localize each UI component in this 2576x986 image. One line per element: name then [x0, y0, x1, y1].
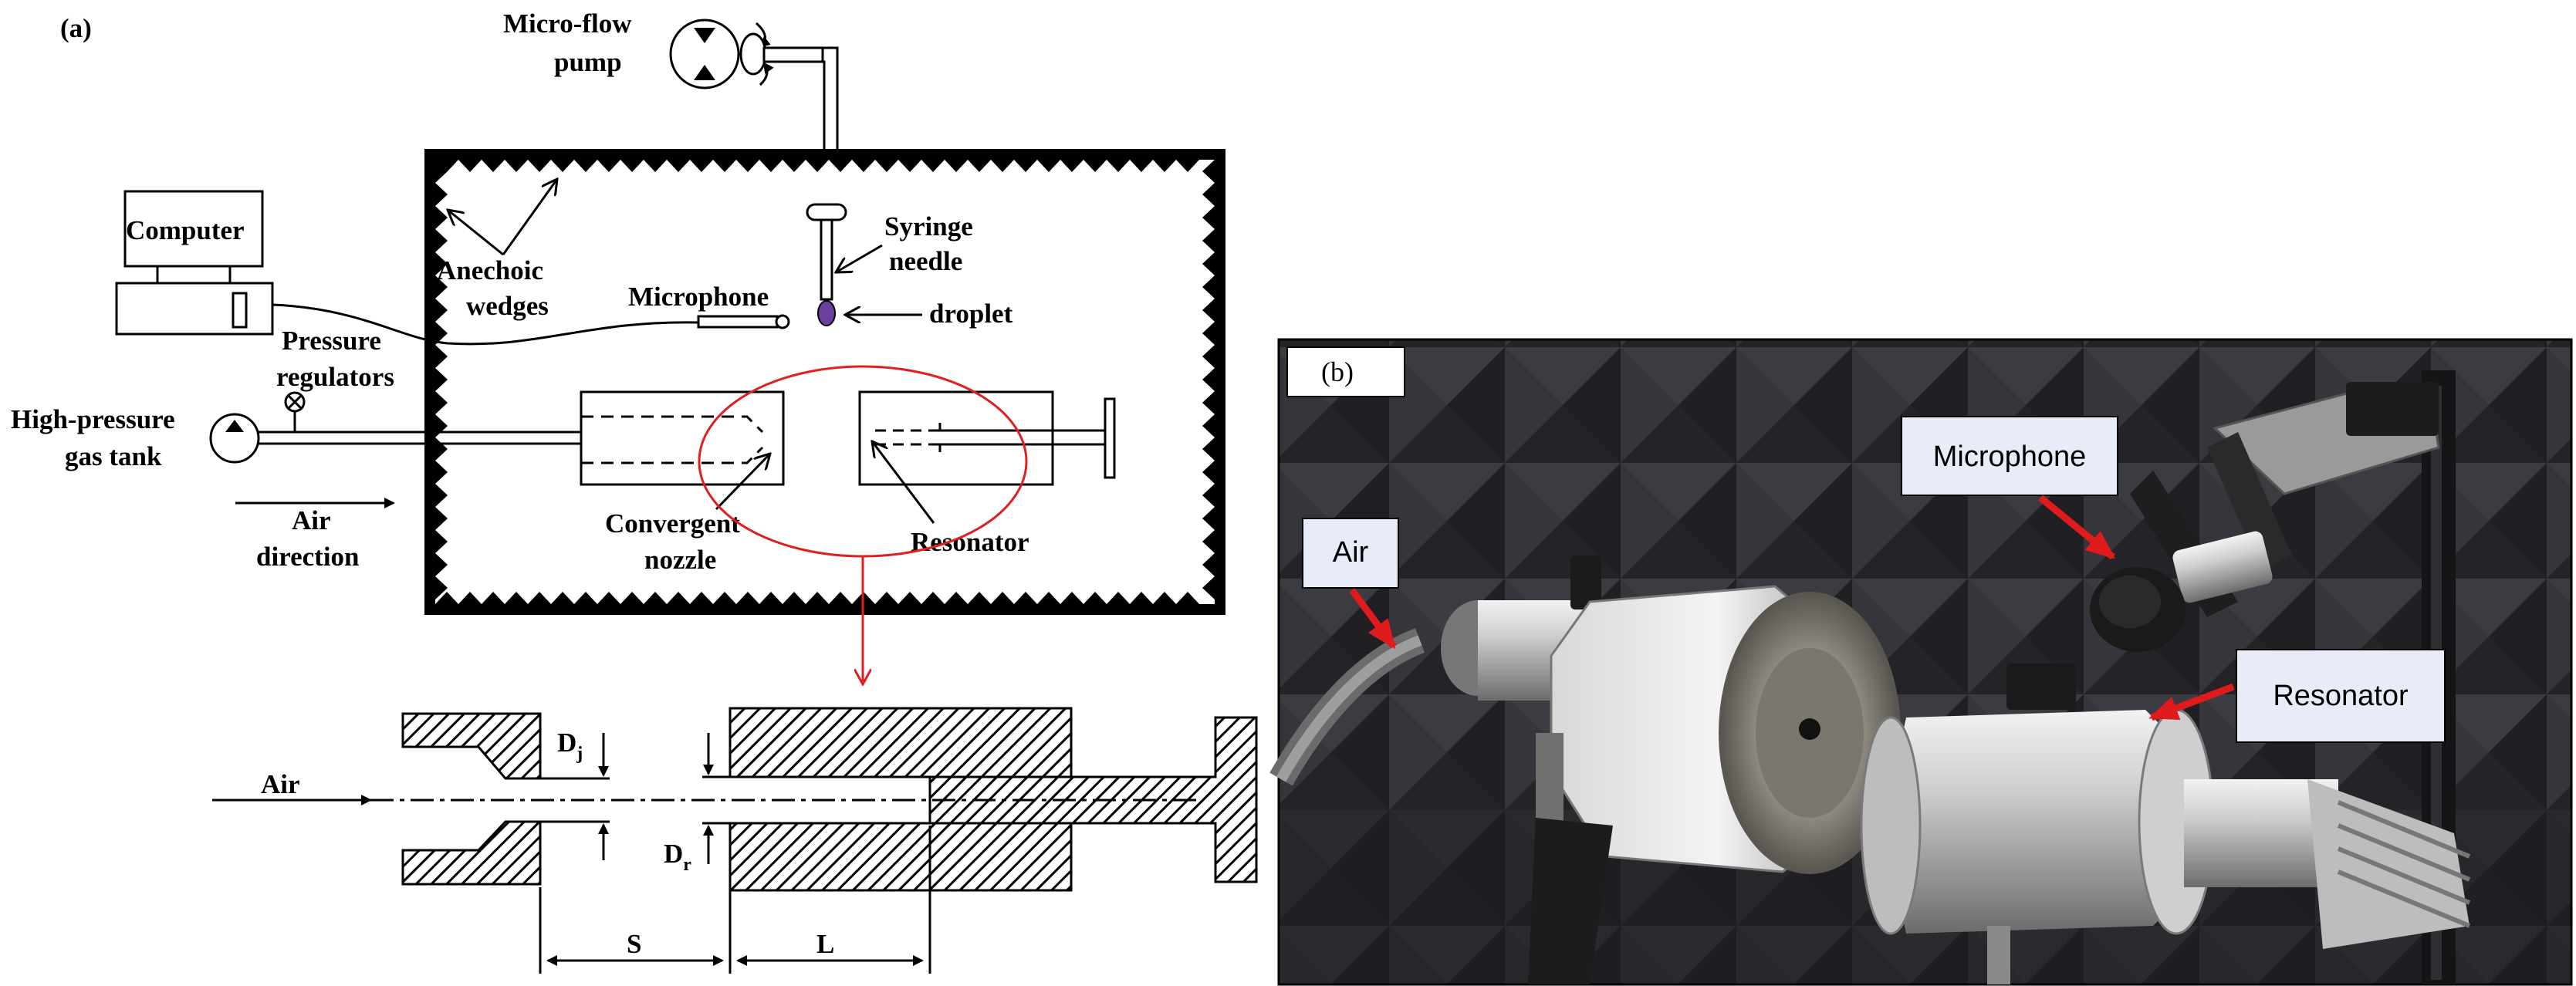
pump-triangle-top [694, 28, 715, 43]
panel-b-tag-box [1286, 346, 1405, 397]
wedges-bottom [435, 592, 1199, 604]
air-direction-label-1: Air [292, 505, 331, 535]
panel-b-tag: (b) [1321, 356, 1354, 387]
pump-label-1: Micro-flow [503, 8, 632, 39]
microphone-label: Microphone [628, 282, 769, 312]
syringe-needle [806, 203, 847, 326]
gas-tank-label-2: gas tank [65, 441, 162, 471]
gas-tank-label-1: High-pressure [11, 404, 175, 434]
computer-monitor [123, 190, 264, 268]
nozzle-label-1: Convergent [605, 508, 740, 539]
computer-label: Computer [126, 215, 245, 245]
droplet-label: droplet [929, 299, 1013, 329]
arrow-microphone [2038, 495, 2116, 560]
wedges-left [435, 160, 448, 599]
microphone-shape [697, 315, 779, 329]
computer-base [115, 282, 274, 336]
callout-microphone-box [1901, 416, 2118, 496]
pump-circle [669, 19, 740, 89]
pump-triangle-bottom [694, 65, 715, 80]
arrow-air [1349, 588, 1397, 650]
pump-label-2: pump [554, 47, 622, 77]
wedges-top [435, 160, 1199, 172]
callout-microphone: Microphone [1933, 441, 2087, 473]
callout-resonator-box [2236, 649, 2446, 743]
detail-cross-section [212, 707, 1258, 974]
pump-rotate-arrow-bottom [759, 62, 774, 86]
pressure-label-2: regulators [276, 362, 394, 392]
anechoic-label-2: wedges [466, 291, 549, 321]
computer: Computer [115, 190, 274, 336]
dr-label: Dr [664, 839, 691, 875]
nozzle-label-2: nozzle [644, 545, 716, 575]
gas-tank-symbol [209, 413, 260, 464]
detail-ellipse [698, 365, 1028, 558]
anechoic-label-1: Anechoic [437, 255, 543, 285]
panel-b: (b) Microphone Air Resonator [1269, 338, 2573, 986]
wedges-right [1202, 160, 1215, 599]
syringe-label-2: needle [889, 246, 962, 276]
arrow-resonator [2148, 683, 2235, 721]
detail-air-label: Air [261, 769, 300, 799]
panel-a-tag: (a) [60, 13, 92, 43]
l-label: L [816, 929, 834, 959]
panel-a: (a) Micro-flow pump [11, 8, 1258, 974]
droplet-shape [817, 300, 836, 326]
pressure-label-1: Pressure [282, 326, 381, 356]
convergent-nozzle [580, 390, 785, 486]
nozzle-assembly-photo [1441, 555, 1901, 984]
anechoic-chamber [424, 149, 1225, 615]
microphone-photo [2090, 531, 2273, 652]
chamber-wall [424, 149, 1225, 615]
microphone-cable [272, 303, 699, 346]
callout-resonator: Resonator [2273, 680, 2409, 712]
air-direction-label-2: direction [256, 542, 360, 572]
s-label: S [627, 929, 641, 959]
resonator-assembly-photo [1860, 664, 2471, 984]
dj-label: Dj [557, 728, 583, 764]
callout-air-box [1302, 518, 1399, 589]
callout-air: Air [1333, 536, 1369, 569]
resonator-label: Resonator [911, 527, 1029, 557]
pump-coupling [739, 32, 767, 76]
syringe-label-1: Syringe [884, 211, 973, 241]
